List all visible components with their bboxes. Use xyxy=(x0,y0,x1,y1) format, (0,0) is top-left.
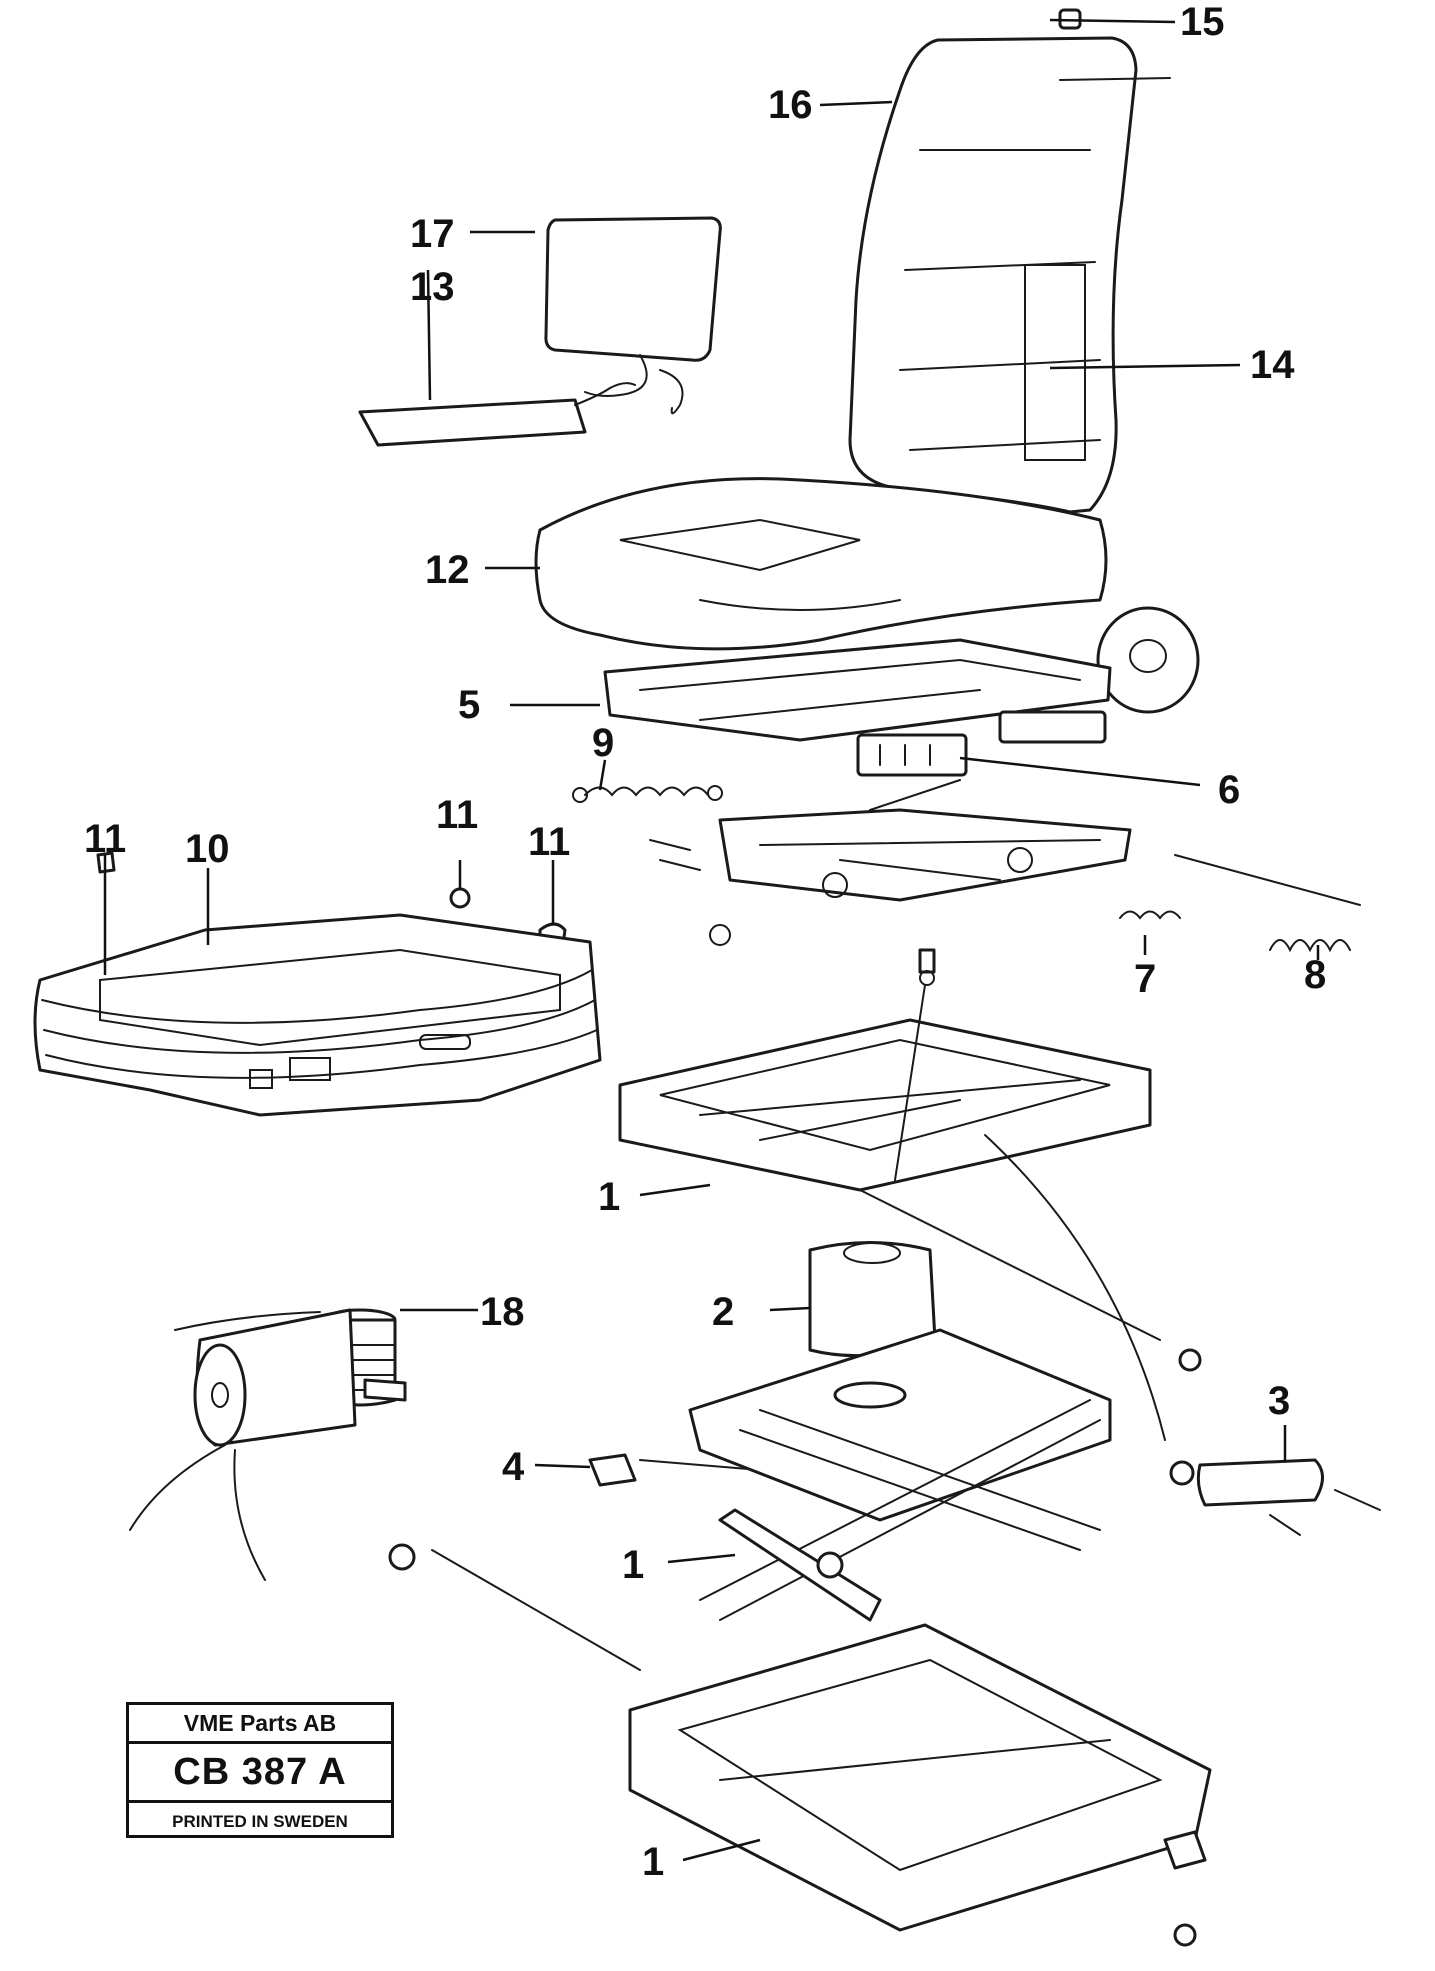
callout-17: 17 xyxy=(410,212,455,256)
callout-11-right: 11 xyxy=(528,820,570,864)
callout-9: 9 xyxy=(592,721,614,765)
leader-lines xyxy=(103,18,1320,1862)
stamp-printed: PRINTED IN SWEDEN xyxy=(172,1812,348,1831)
callout-12: 12 xyxy=(425,548,470,592)
clip-11-mid-part xyxy=(449,887,471,909)
callout-3: 3 xyxy=(1268,1379,1290,1423)
upper-frame-part xyxy=(618,948,1152,1192)
shock-absorber-part xyxy=(984,1134,1381,1536)
callout-8: 8 xyxy=(1304,953,1326,997)
compressor-part xyxy=(129,1308,407,1581)
callout-7: 7 xyxy=(1134,957,1156,1001)
callout-1-upper: 1 xyxy=(598,1175,620,1219)
backrest-heater-part xyxy=(544,216,722,415)
spring-8-part xyxy=(1174,854,1361,953)
spring-9-part xyxy=(572,785,723,803)
base-frame-part xyxy=(628,1623,1212,1947)
bellows-cover-part xyxy=(33,913,602,1117)
callout-18: 18 xyxy=(480,1290,525,1334)
seat-frame-part xyxy=(603,638,1112,742)
seat-cushion-part xyxy=(534,477,1108,651)
title-stamp: VME Parts AB CB 387 A PRINTED IN SWEDEN xyxy=(126,1702,394,1838)
callout-1-mid: 1 xyxy=(622,1543,644,1587)
rod-lower-part xyxy=(388,1543,641,1671)
callout-11-left: 11 xyxy=(84,817,126,861)
callout-2: 2 xyxy=(712,1290,734,1334)
latch-unit-part xyxy=(856,710,1107,777)
height-adjust-mechanism-part xyxy=(649,779,1132,946)
stamp-code: CB 387 A xyxy=(129,1744,391,1803)
callout-16: 16 xyxy=(768,83,813,127)
callout-5: 5 xyxy=(458,683,480,727)
callout-11-mid: 11 xyxy=(436,793,478,837)
side-pad-part xyxy=(1096,606,1200,714)
scissor-mechanism-part xyxy=(688,1328,1112,1622)
callout-1-lower: 1 xyxy=(642,1840,664,1884)
callout-labels: 15 16 17 13 14 12 5 9 6 11 10 11 11 7 8 … xyxy=(84,0,1326,1884)
rod-upper-part xyxy=(859,1189,1202,1372)
callout-14: 14 xyxy=(1250,343,1295,387)
callout-15: 15 xyxy=(1180,0,1225,44)
backrest-part xyxy=(848,36,1171,514)
callout-6: 6 xyxy=(1218,768,1240,812)
callout-4: 4 xyxy=(502,1445,525,1489)
spring-7-part xyxy=(1119,910,1181,920)
callout-13: 13 xyxy=(410,265,455,309)
callout-10: 10 xyxy=(185,827,230,871)
stamp-company: VME Parts AB xyxy=(129,1705,391,1744)
seat-heater-part xyxy=(358,382,636,447)
